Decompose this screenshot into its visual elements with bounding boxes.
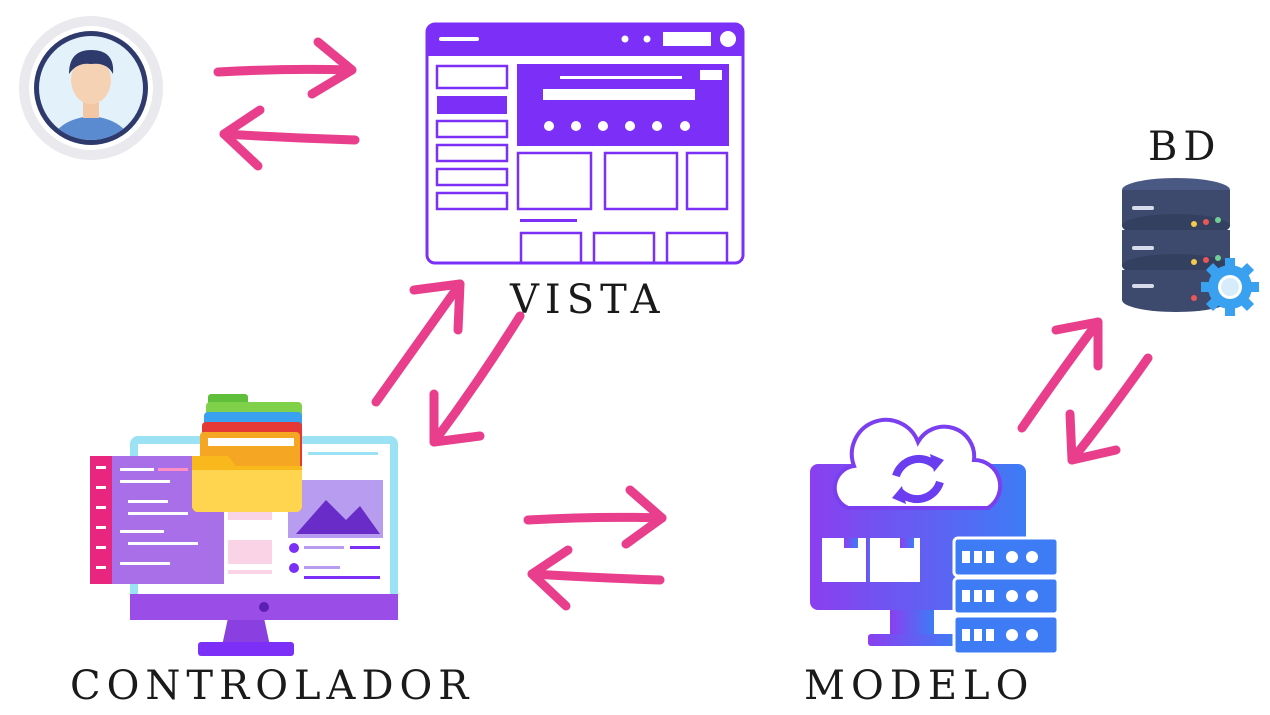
bd-label: BD xyxy=(1148,124,1222,170)
arrow-user-to-vista xyxy=(213,37,357,99)
arrow-bd-to-modelo xyxy=(1065,353,1153,465)
arrow-modelo-to-bd xyxy=(1017,317,1103,433)
arrow-vista-to-user xyxy=(219,105,360,171)
controlador-label: CONTROLADOR xyxy=(70,663,475,709)
modelo-label: MODELO xyxy=(804,663,1035,709)
cloud-server-icon xyxy=(808,410,1060,662)
arrow-modelo-to-controlador xyxy=(527,545,665,611)
web-layout-icon xyxy=(425,22,745,265)
monitor-folders-icon xyxy=(88,390,400,662)
arrow-controlador-to-vista xyxy=(371,279,465,407)
arrow-controlador-to-modelo xyxy=(523,485,667,549)
database-gear-icon xyxy=(1120,176,1260,318)
user-avatar-icon xyxy=(15,12,167,164)
vista-label: VISTA xyxy=(510,277,666,323)
arrow-vista-to-controlador xyxy=(429,311,525,447)
